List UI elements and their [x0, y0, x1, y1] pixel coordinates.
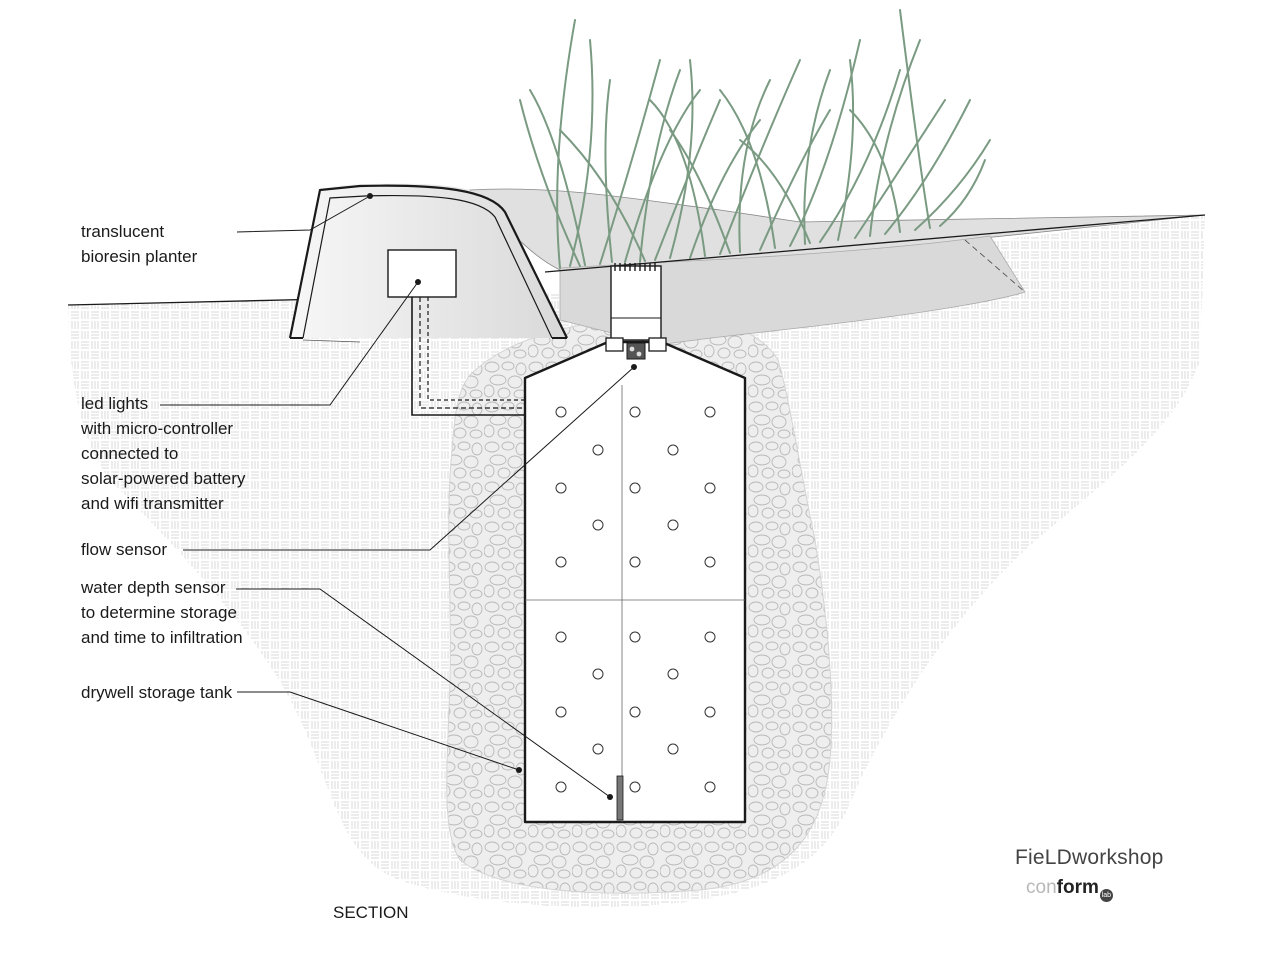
perforation-hole — [704, 631, 716, 643]
grass-blade — [789, 39, 861, 247]
label-led-line3: connected to — [81, 444, 179, 463]
grass-blade — [599, 59, 661, 265]
grass-blade — [556, 19, 576, 269]
section-caption: SECTION — [333, 903, 409, 922]
grass-blade — [803, 69, 831, 245]
perforation-hole — [704, 406, 716, 418]
perforation-hole — [629, 482, 641, 494]
grass-blade — [849, 109, 901, 233]
grass-blade — [899, 9, 931, 229]
perforation-hole — [592, 743, 604, 755]
grass-blade — [738, 79, 771, 253]
perforation-hole — [629, 706, 641, 718]
grass-blade — [639, 69, 681, 263]
perforation-hole — [667, 519, 679, 531]
grass-blade — [869, 39, 921, 237]
grass-blade — [719, 59, 801, 255]
grass-blade — [559, 129, 646, 262]
flow-sensor — [626, 342, 646, 360]
tank-collar-right — [648, 337, 667, 352]
tank-perforations — [555, 406, 716, 793]
label-depth-line3: and time to infiltration — [81, 628, 243, 647]
label-flow-sensor: flow sensor — [81, 540, 167, 559]
leader-flow — [183, 366, 635, 551]
perforation-hole — [555, 631, 567, 643]
logo-light: con — [1026, 877, 1057, 898]
perforation-hole — [592, 519, 604, 531]
logo-badge: lab — [1099, 889, 1113, 902]
label-drywell: drywell storage tank — [81, 683, 233, 702]
planter-base-ghost — [302, 339, 361, 343]
leader-depth — [236, 588, 611, 798]
leader-dots — [367, 193, 637, 800]
grass-blade — [669, 59, 694, 259]
logo-bold: form — [1056, 877, 1099, 898]
label-led-line5: and wifi transmitter — [81, 494, 224, 513]
leader-drywell — [237, 691, 520, 771]
label-led-line4: solar-powered battery — [81, 469, 246, 488]
perforation-hole — [629, 781, 641, 793]
grass-blade — [837, 59, 855, 241]
label-planter-line2: bioresin planter — [81, 247, 198, 266]
grass-blade — [739, 139, 811, 244]
perforation-hole — [555, 406, 567, 418]
grass-blade — [719, 89, 776, 249]
perforation-hole — [629, 406, 641, 418]
grass-blade — [939, 159, 986, 227]
tank-collar-left — [605, 337, 624, 352]
grass-blade — [759, 109, 831, 251]
label-depth-line2: to determine storage — [81, 603, 237, 622]
label-depth-line1: water depth sensor — [81, 578, 226, 597]
ground-line-right — [544, 214, 1206, 273]
planter-outer-shell — [288, 184, 568, 339]
grass-blade — [529, 89, 586, 266]
grass-blade — [604, 79, 613, 263]
water-depth-sensor — [616, 775, 624, 821]
grass-blade — [819, 69, 901, 243]
grass-blade — [884, 99, 971, 235]
label-led-line2: with micro-controller — [81, 419, 234, 438]
perforation-hole — [555, 781, 567, 793]
grass-blade — [669, 129, 731, 254]
leader-led — [160, 281, 419, 406]
perforation-hole — [704, 706, 716, 718]
grass-blade — [649, 99, 706, 257]
leader-lines — [160, 195, 635, 798]
perforation-hole — [704, 482, 716, 494]
perforation-hole — [629, 556, 641, 568]
label-depth-sensor: water depth sensor to determine storage … — [81, 575, 243, 650]
perforation-hole — [667, 743, 679, 755]
perforation-hole — [667, 444, 679, 456]
grass-blade — [519, 99, 581, 267]
led-controller-box — [387, 249, 457, 298]
grass-blade — [854, 99, 946, 239]
perforation-hole — [667, 668, 679, 680]
mound-underside — [559, 235, 1026, 346]
grass-blade — [569, 39, 594, 267]
perforation-hole — [704, 556, 716, 568]
perforation-hole — [629, 631, 641, 643]
inlet-riser — [610, 265, 662, 341]
inlet-grate — [614, 263, 656, 271]
perforation-hole — [555, 556, 567, 568]
label-planter: translucent bioresin planter — [81, 219, 197, 269]
perforation-hole — [592, 444, 604, 456]
perforation-hole — [555, 706, 567, 718]
label-planter-line1: translucent — [81, 222, 165, 241]
leader-planter — [236, 195, 371, 233]
perforation-hole — [592, 668, 604, 680]
conduit-dashed-a — [419, 297, 524, 409]
grass-blade — [914, 139, 991, 231]
label-led: led lights with micro-controller connect… — [81, 391, 245, 516]
perforation-hole — [704, 781, 716, 793]
label-led-line1: led lights — [81, 394, 149, 413]
ground-dash — [964, 239, 1026, 293]
brand-name: FieLDworkshop — [1015, 846, 1164, 869]
perforation-hole — [555, 482, 567, 494]
grass-clump — [519, 9, 991, 269]
planter-inner-shell — [302, 194, 553, 339]
conduit-solid — [411, 297, 524, 416]
